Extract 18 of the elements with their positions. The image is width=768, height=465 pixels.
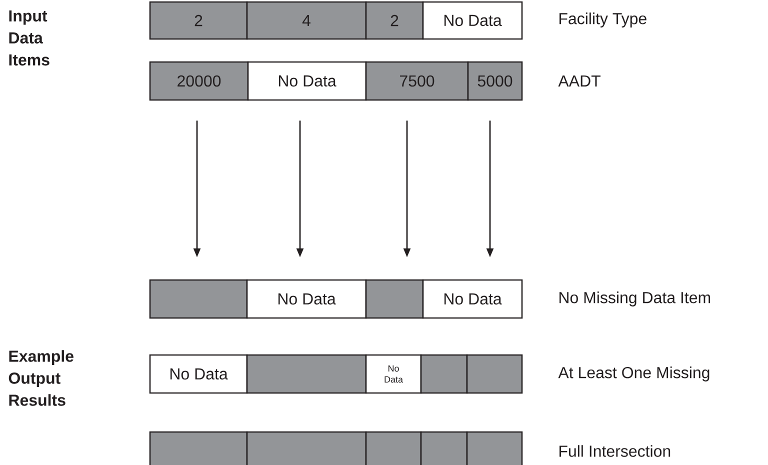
data-cell: No Data [422,279,523,319]
data-cell: 5000 [467,61,523,101]
row-label: Full Intersection [560,445,670,457]
data-cell: 7500 [365,61,469,101]
data-cell: No Data [149,354,248,394]
row-label: No Missing Data Item [560,292,710,306]
data-cell: 2 [149,1,248,40]
data-cell: No Data [365,354,422,394]
data-cell: No Data [422,1,523,40]
data-cell: No Data [247,61,367,101]
section-heading: Input Data Items [9,10,50,66]
data-cell: No Data [246,279,367,319]
row-label: At Least One Missing [558,366,710,382]
data-cell: 2 [365,1,424,40]
row-label: AADT [558,76,600,86]
row-label: Facility Type [560,12,646,28]
data-cell: 20000 [149,61,249,101]
section-heading: Example Output Results [8,350,74,406]
